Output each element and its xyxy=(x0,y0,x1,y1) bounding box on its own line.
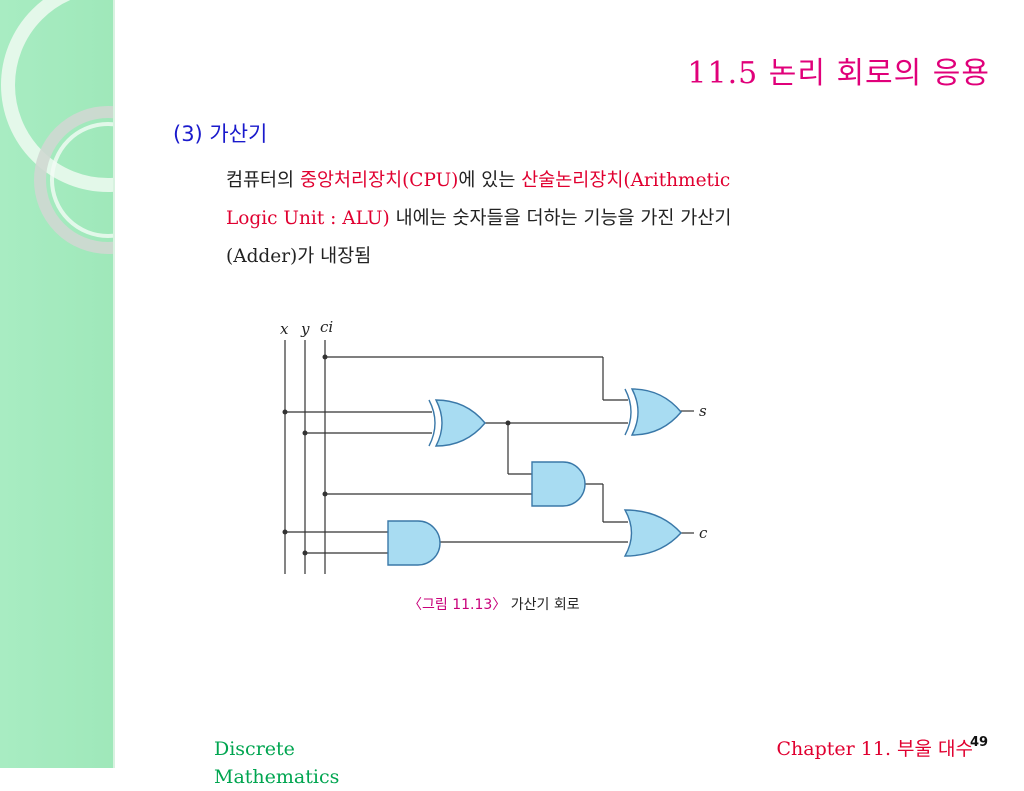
page-number: 49 xyxy=(970,735,989,750)
and-gate-1 xyxy=(387,520,441,566)
label-y: y xyxy=(300,320,310,338)
alu-term: 산술논리장치(Arithmetic xyxy=(521,170,731,191)
alu-term-cont: Logic Unit : ALU) xyxy=(226,208,390,229)
slide-title: 11.5 논리 회로의 응용 xyxy=(687,56,990,91)
paragraph-line-2: Logic Unit : ALU) 내에는 숫자들을 더하는 기능을 가진 가산… xyxy=(226,208,732,229)
figure-title: 가산기 회로 xyxy=(506,597,580,613)
xor-gate-1 xyxy=(434,399,486,447)
full-adder-circuit: x y ci s c xyxy=(280,318,708,574)
label-s: s xyxy=(699,402,707,420)
and-gate-2 xyxy=(531,461,586,507)
paragraph-line-3: (Adder)가 내장됨 xyxy=(226,246,372,267)
figure-caption: 〈그림 11.13〉 가산기 회로 xyxy=(408,594,580,614)
or-gate xyxy=(623,509,682,557)
sidebar-edge xyxy=(113,0,115,768)
figure-number: 〈그림 11.13〉 xyxy=(408,597,507,613)
sidebar-decoration xyxy=(0,0,113,768)
label-ci: ci xyxy=(320,318,333,336)
paragraph-line-1: 컴퓨터의 중앙처리장치(CPU)에 있는 산술논리장치(Arithmetic xyxy=(226,170,731,191)
label-c: c xyxy=(699,524,708,542)
label-x: x xyxy=(280,320,289,338)
footer-chapter: Chapter 11. 부울 대수 xyxy=(776,738,973,760)
section-heading: (3) 가산기 xyxy=(173,122,268,146)
cpu-term: 중앙처리장치(CPU) xyxy=(299,170,459,191)
footer-course: Discrete Mathematics xyxy=(214,738,340,788)
body-paragraph: 컴퓨터의 중앙처리장치(CPU)에 있는 산술논리장치(Arithmetic L… xyxy=(226,162,886,276)
sidebar-circles xyxy=(1,0,113,254)
xor-gate-2 xyxy=(630,388,682,436)
